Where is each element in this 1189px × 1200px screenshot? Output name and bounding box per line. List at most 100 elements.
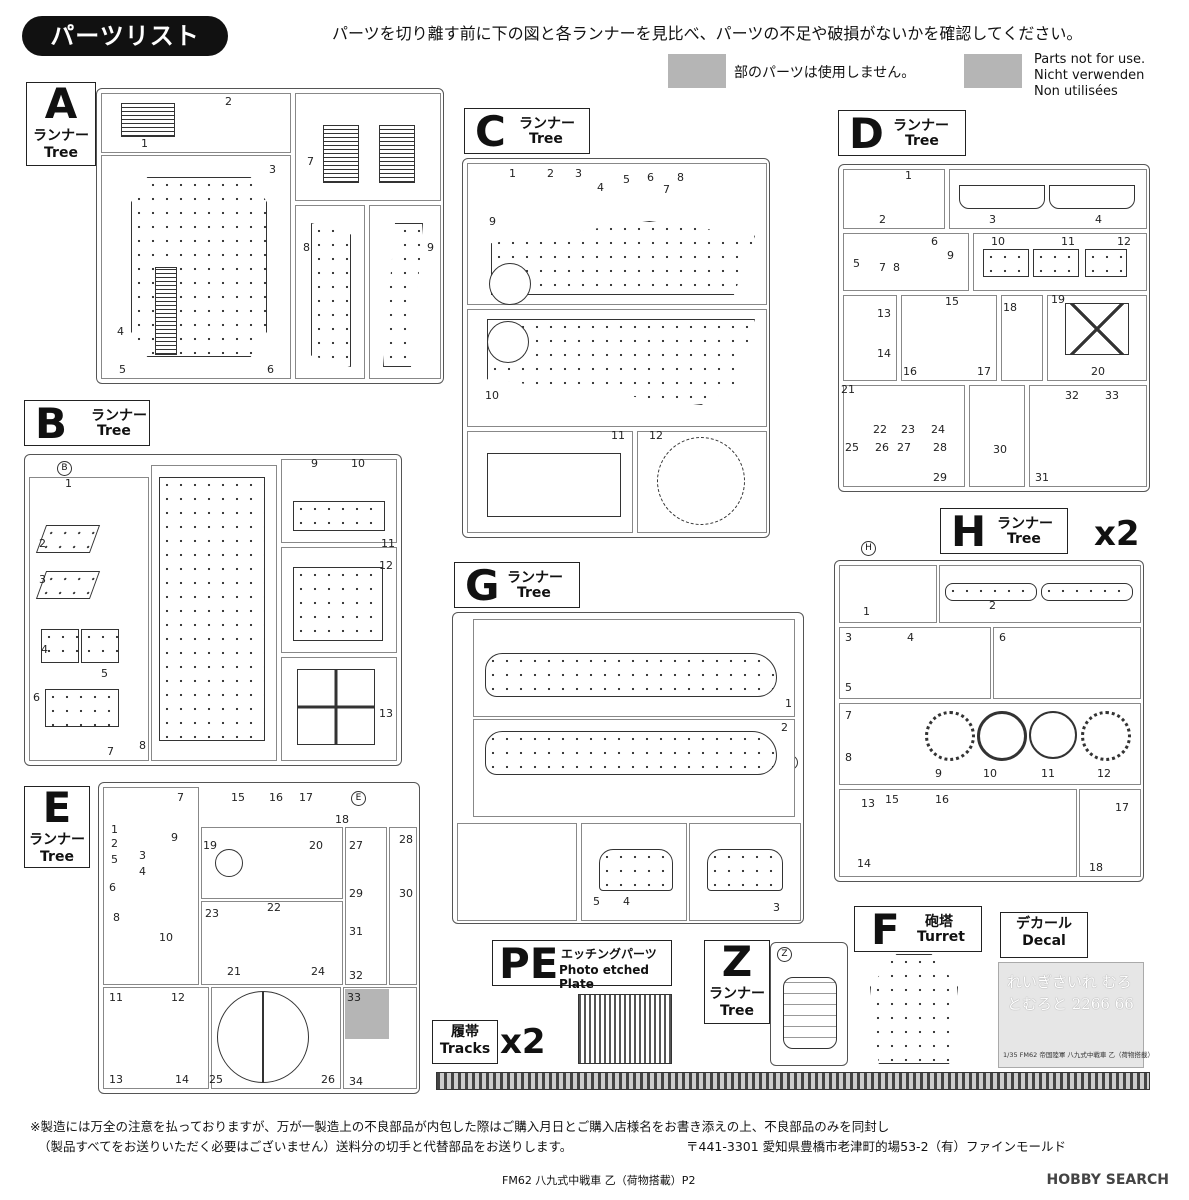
part-number: 3 <box>989 213 996 226</box>
runner-e-cell-5 <box>389 827 417 985</box>
decal-en: Decal <box>1022 933 1066 949</box>
part-number: 1 <box>65 477 72 490</box>
pe-jp: エッチングパーツ <box>561 947 657 961</box>
runner-d-letter: D <box>849 109 884 158</box>
part-number: 4 <box>1095 213 1102 226</box>
runner-g-en: Tree <box>517 585 551 601</box>
part-number: 9 <box>947 249 954 262</box>
footer-note-line1: ※製造には万全の注意を払っておりますが、万が一製造上の不良部品が内包した際はご購… <box>30 1119 890 1134</box>
runner-g-bogie-part2 <box>707 849 783 891</box>
tracks-jp: 履帯 <box>451 1024 479 1040</box>
unused-legend-de: Nicht verwenden <box>1034 68 1145 83</box>
runner-c-label: C ランナー Tree <box>464 108 590 154</box>
part-number: 28 <box>933 441 947 454</box>
part-number: 19 <box>1051 293 1065 306</box>
runner-e-cell-1 <box>103 787 199 985</box>
part-number: 6 <box>999 631 1006 644</box>
runner-a-grille-part <box>121 103 175 137</box>
part-number: 13 <box>109 1073 123 1086</box>
part-number: 6 <box>109 881 116 894</box>
runner-h-en: Tree <box>1007 531 1041 547</box>
part-number: 8 <box>139 739 146 752</box>
runner-a-deck-part <box>155 267 177 355</box>
tracks-label: 履帯 Tracks <box>432 1020 498 1064</box>
part-number: 22 <box>267 901 281 914</box>
part-number: 3 <box>39 573 46 586</box>
part-number: 4 <box>41 643 48 656</box>
runner-h-sprocket <box>925 711 975 761</box>
part-number: 23 <box>205 907 219 920</box>
unused-legend-jp: 部のパーツは使用しません。 <box>734 65 916 81</box>
runner-h-frame: H 1 2 3 4 5 6 7 8 9 10 11 12 13 14 15 16… <box>834 541 1144 882</box>
runner-c-frame: C 1 2 3 4 5 6 7 8 9 10 11 12 <box>462 158 770 538</box>
part-number: 11 <box>1041 767 1055 780</box>
runner-e-letter: E <box>42 783 72 832</box>
runner-e-turret-ring <box>217 991 309 1083</box>
runner-h-sprocket <box>1081 711 1131 761</box>
runner-h-arm-part <box>1041 583 1133 601</box>
runner-h-jp: ランナー <box>997 516 1053 532</box>
runner-c-jp: ランナー <box>519 116 575 132</box>
part-number: 2 <box>547 167 554 180</box>
part-number: 33 <box>347 991 361 1004</box>
runner-g-label: G ランナー Tree <box>454 562 580 608</box>
runner-b-floor-part <box>159 477 265 741</box>
runner-a-jp: ランナー <box>33 128 89 144</box>
part-number: 7 <box>663 183 670 196</box>
part-number: 31 <box>349 925 363 938</box>
part-number: 4 <box>139 865 146 878</box>
unused-legend-en: Parts not for use. <box>1034 52 1146 67</box>
runner-d-cell-2 <box>949 169 1147 229</box>
footer-note-line2: （製品すべてをお送りいただく必要はございません）送料分の切手と代替部品をお送りし… <box>38 1139 573 1154</box>
runner-d-cell-1 <box>843 169 945 229</box>
part-number: 7 <box>177 791 184 804</box>
part-number: 14 <box>857 857 871 870</box>
runner-g-bogie-part <box>599 849 673 891</box>
parts-check-notice: パーツを切り離す前に下の図と各ランナーを見比べ、パーツの不足や破損がないかを確認… <box>332 24 1083 43</box>
runner-e-tag: E <box>351 791 366 806</box>
part-number: 6 <box>647 171 654 184</box>
part-number: 9 <box>311 457 318 470</box>
part-number: 30 <box>399 887 413 900</box>
decal-sheet-caption: 1/35 FM62 帝国陸軍 八九式中戦車 乙（荷物搭載） <box>1003 1051 1154 1059</box>
part-number: 12 <box>1117 235 1131 248</box>
runner-d-label: D ランナー Tree <box>838 110 966 156</box>
unused-legend-fr: Non utilisées <box>1034 84 1118 99</box>
part-number: 9 <box>171 831 178 844</box>
runner-z-tag: Z <box>777 947 792 962</box>
part-number: 16 <box>935 793 949 806</box>
part-number: 4 <box>597 181 604 194</box>
part-number: 16 <box>269 791 283 804</box>
pe-letter: PE <box>499 939 559 988</box>
runner-a-cell-right <box>295 93 441 201</box>
runner-g-track-guard2 <box>485 731 777 775</box>
runner-e-hatch-part <box>215 849 243 877</box>
part-number: 7 <box>879 261 886 274</box>
runner-e-label: E ランナー Tree <box>24 786 90 868</box>
runner-d-cell-3 <box>843 233 969 291</box>
part-number: 7 <box>307 155 314 168</box>
part-number: 1 <box>905 169 912 182</box>
runner-d-cell-6 <box>901 295 997 381</box>
part-number: 13 <box>861 797 875 810</box>
part-number: 26 <box>875 441 889 454</box>
page-title: パーツリスト <box>22 16 228 56</box>
part-number: 32 <box>349 969 363 982</box>
part-number: 18 <box>1089 861 1103 874</box>
runner-b-door-part <box>297 669 375 745</box>
track-link-belt <box>436 1072 1150 1090</box>
part-number: 11 <box>611 429 625 442</box>
part-number: 13 <box>877 307 891 320</box>
runner-e-cell-6 <box>103 987 209 1089</box>
part-number: 21 <box>227 965 241 978</box>
runner-h-cell-c <box>839 627 991 699</box>
part-number: 1 <box>111 823 118 836</box>
part-number: 28 <box>399 833 413 846</box>
runner-e-en: Tree <box>40 849 74 865</box>
part-number: 13 <box>379 707 393 720</box>
runner-h-cell-d <box>993 627 1141 699</box>
part-number: 4 <box>623 895 630 908</box>
part-number: 30 <box>993 443 1007 456</box>
part-number: 10 <box>991 235 1005 248</box>
part-number: 23 <box>901 423 915 436</box>
